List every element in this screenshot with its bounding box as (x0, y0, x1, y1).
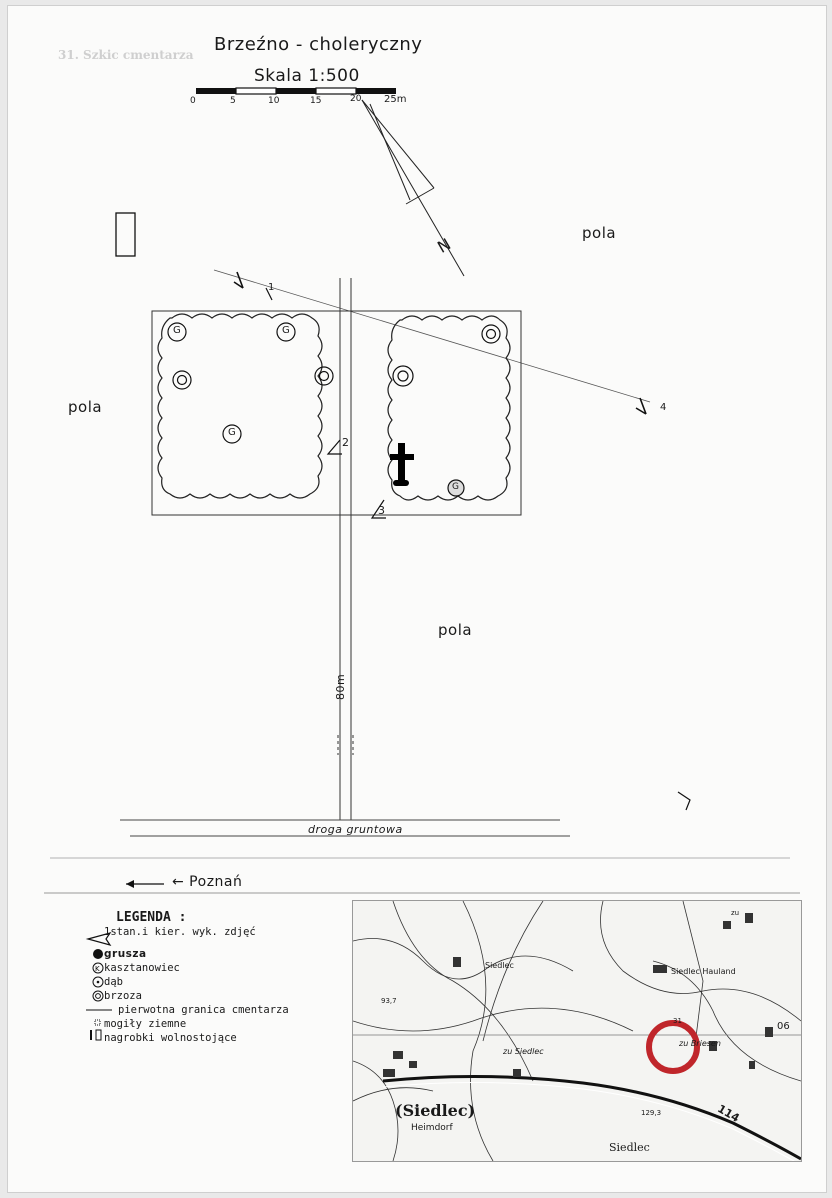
headstone-cross (390, 443, 414, 486)
legend-item-birch: brzoza (104, 990, 142, 1002)
photo-markers (326, 439, 691, 811)
photo-number: 1 (268, 282, 275, 293)
inset-label: 93,7 (381, 997, 397, 1005)
inset-label: Siedlec (609, 1141, 650, 1154)
inset-label: Siedlec Hauland (671, 967, 736, 976)
pear-letter: G (173, 325, 181, 336)
distance-label: 80m (334, 673, 347, 700)
direction-label: ← Poznań (172, 874, 243, 890)
legend-symbols: K (85, 931, 112, 1041)
photo-number: 3 (378, 504, 386, 517)
scale-label: Skala 1:500 (254, 66, 360, 86)
inset-marker: 31 (673, 1017, 682, 1025)
inset-label: zu (731, 909, 740, 917)
inset-label: zu Siedlec (503, 1047, 544, 1056)
inset-label-town: (Siedlec) (395, 1101, 476, 1120)
legend-item-earth-graves: mogiły ziemne (104, 1018, 187, 1030)
svg-text:K: K (95, 965, 100, 973)
inset-label: Siedlec (485, 961, 514, 970)
inset-height: 129,3 (641, 1109, 662, 1117)
legend-title: LEGENDA : (116, 910, 187, 925)
scale-bar (196, 87, 396, 95)
scale-tick: 5 (230, 96, 236, 106)
birch-trees (172, 324, 501, 390)
field-label: pola (438, 621, 473, 639)
photo-number: 4 (660, 402, 667, 413)
scale-tick: 25m (384, 94, 407, 105)
scale-tick: 20 (350, 94, 362, 104)
faint-heading: 31. Szkic cmentarza (58, 48, 194, 62)
road-label: droga gruntowa (308, 823, 403, 836)
legend-item-pear: grusza (104, 948, 147, 960)
legend-item-photo: 1stan.i kier. wyk. zdjęć (104, 926, 256, 938)
map-title: Brzeźno - choleryczny (214, 34, 423, 55)
pear-trees (167, 322, 465, 497)
inset-label: Heimdorf (411, 1123, 453, 1133)
photo-number: 2 (342, 436, 350, 449)
scale-tick: 0 (190, 96, 196, 106)
legend-item-oak: dąb (104, 976, 123, 988)
sight-line (213, 269, 651, 403)
scale-tick: 10 (268, 96, 280, 106)
inset-label: zu Briesen (679, 1039, 721, 1048)
north-arrow (361, 99, 465, 277)
inset-grid-label: 06 (777, 1021, 790, 1032)
scale-tick: 15 (310, 96, 322, 106)
inset-map-lines (353, 901, 801, 1161)
pear-letter: G (228, 427, 236, 438)
grave-area-left (157, 313, 323, 499)
grave-area-right (387, 315, 511, 501)
field-label: pola (68, 398, 103, 416)
legend-item-boundary: pierwotna granica cmentarza (118, 1004, 289, 1016)
inset-map: Siedlec Siedlec Hauland zu Briesen zu Si… (352, 900, 802, 1162)
small-rectangle (115, 212, 136, 257)
highlight-circle (646, 1020, 700, 1074)
pear-letter: G (282, 325, 290, 336)
legend-item-headstones: nagrobki wolnostojące (104, 1032, 237, 1044)
pear-letter: G (452, 482, 459, 492)
original-boundary (151, 310, 522, 516)
field-label: pola (582, 224, 617, 242)
legend-item-chestnut: kasztanowiec (104, 962, 180, 974)
